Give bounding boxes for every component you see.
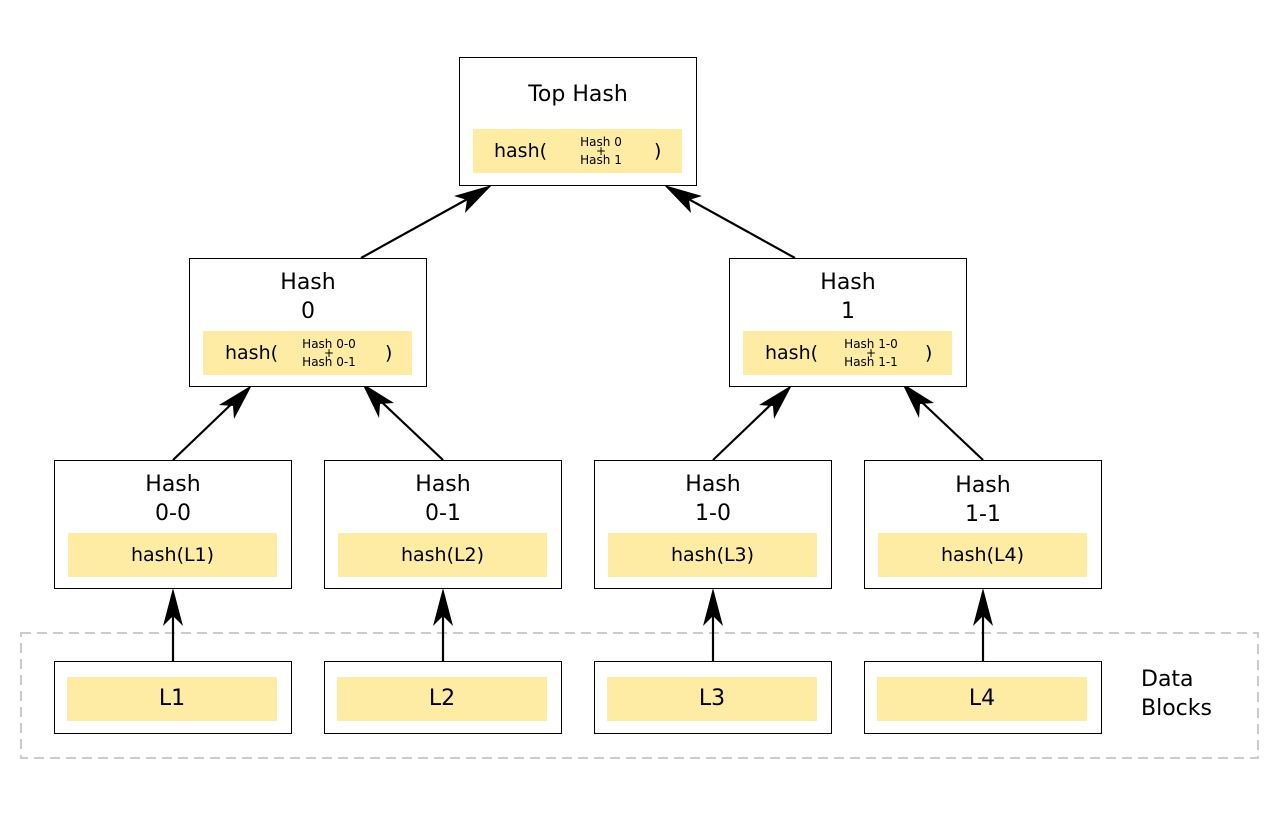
data-block-label: L4 bbox=[968, 686, 996, 711]
hash-1-1-formula: hash(L4) bbox=[878, 533, 1087, 577]
operand-b: Hash 1 bbox=[580, 153, 622, 167]
data-block-fill: L2 bbox=[337, 677, 547, 721]
formula-close: ) bbox=[654, 140, 662, 162]
arrowhead-top-right bbox=[664, 185, 702, 213]
hash-1-title-line2: 1 bbox=[841, 299, 855, 324]
hash-1-0-formula: hash(L3) bbox=[608, 533, 817, 577]
data-blocks-group bbox=[20, 632, 1259, 759]
hash-1-0-title-line2: 1-0 bbox=[695, 501, 731, 526]
formula-open: hash( bbox=[494, 140, 548, 162]
hash-0-0-title-line1: Hash bbox=[145, 472, 201, 497]
operand-stack: Hash 1-0 + Hash 1-1 bbox=[831, 338, 911, 368]
edge-hash-1-to-top bbox=[673, 190, 796, 259]
formula-text: hash(L2) bbox=[400, 544, 485, 566]
formula-open: hash( bbox=[225, 342, 279, 364]
hash-0-title-line1: Hash bbox=[280, 270, 336, 295]
formula-text: hash(L1) bbox=[130, 544, 215, 566]
operand-a: Hash 1-0 bbox=[844, 337, 898, 351]
hash-0-1-node: Hash 0-1 hash(L2) bbox=[324, 460, 562, 589]
hash-1-title-line1: Hash bbox=[820, 270, 876, 295]
hash-0-node: Hash 0 hash( Hash 0-0 + Hash 0-1 ) bbox=[189, 258, 427, 387]
operand-a: Hash 0 bbox=[580, 135, 622, 149]
data-block-l1: L1 bbox=[54, 661, 292, 734]
data-block-label: L3 bbox=[698, 686, 726, 711]
data-block-l3: L3 bbox=[594, 661, 832, 734]
data-block-fill: L3 bbox=[607, 677, 817, 721]
top-hash-formula: hash( Hash 0 + Hash 1 ) bbox=[473, 129, 682, 173]
hash-0-1-formula: hash(L2) bbox=[338, 533, 547, 577]
top-hash-title: Top Hash bbox=[528, 82, 628, 107]
arrowhead-hash-0-left bbox=[219, 385, 252, 419]
hash-1-1-title-line1: Hash bbox=[955, 473, 1011, 498]
data-block-l4: L4 bbox=[864, 661, 1102, 734]
formula-close: ) bbox=[385, 342, 393, 364]
hash-0-1-title-line2: 0-1 bbox=[425, 501, 461, 526]
data-block-label: L1 bbox=[158, 686, 186, 711]
data-block-l2: L2 bbox=[324, 661, 562, 734]
operand-plus: + bbox=[865, 346, 877, 360]
arrowhead-hash-0-0 bbox=[163, 588, 183, 626]
data-block-fill: L4 bbox=[877, 677, 1087, 721]
data-blocks-label-line2: Blocks bbox=[1141, 696, 1212, 721]
hash-1-0-title-line1: Hash bbox=[685, 472, 741, 497]
formula-close: ) bbox=[925, 342, 933, 364]
arrowhead-hash-0-right bbox=[362, 383, 394, 418]
hash-0-0-node: Hash 0-0 hash(L1) bbox=[54, 460, 292, 589]
hash-0-0-formula: hash(L1) bbox=[68, 533, 277, 577]
operand-a: Hash 0-0 bbox=[302, 337, 356, 351]
hash-1-0-node: Hash 1-0 hash(L3) bbox=[594, 460, 832, 589]
arrowhead-top-left bbox=[454, 185, 492, 213]
edge-hash-0-to-top bbox=[360, 190, 483, 259]
operand-stack: Hash 0 + Hash 1 bbox=[561, 136, 641, 166]
operand-b: Hash 1-1 bbox=[844, 355, 898, 369]
hash-0-title-line2: 0 bbox=[301, 299, 315, 324]
arrowhead-hash-1-1 bbox=[973, 588, 993, 626]
data-blocks-label: Data Blocks bbox=[1141, 665, 1212, 723]
arrowhead-hash-1-right bbox=[902, 383, 934, 418]
data-block-label: L2 bbox=[428, 686, 456, 711]
formula-open: hash( bbox=[765, 342, 819, 364]
hash-0-formula: hash( Hash 0-0 + Hash 0-1 ) bbox=[203, 331, 412, 375]
top-hash-node: Top Hash hash( Hash 0 + Hash 1 ) bbox=[459, 57, 697, 186]
arrowhead-hash-0-1 bbox=[433, 588, 453, 626]
hash-0-0-title-line2: 0-0 bbox=[155, 501, 191, 526]
hash-1-1-node: Hash 1-1 hash(L4) bbox=[864, 460, 1102, 589]
formula-text: hash(L4) bbox=[940, 544, 1025, 566]
arrowhead-hash-1-0 bbox=[703, 588, 723, 626]
hash-0-1-title-line1: Hash bbox=[415, 472, 471, 497]
arrowhead-hash-1-left bbox=[759, 385, 792, 419]
data-blocks-label-line1: Data bbox=[1141, 667, 1194, 692]
operand-plus: + bbox=[323, 346, 335, 360]
operand-stack: Hash 0-0 + Hash 0-1 bbox=[289, 338, 369, 368]
hash-1-formula: hash( Hash 1-0 + Hash 1-1 ) bbox=[743, 331, 952, 375]
operand-plus: + bbox=[595, 144, 607, 158]
formula-text: hash(L3) bbox=[670, 544, 755, 566]
data-block-fill: L1 bbox=[67, 677, 277, 721]
operand-b: Hash 0-1 bbox=[302, 355, 356, 369]
hash-1-node: Hash 1 hash( Hash 1-0 + Hash 1-1 ) bbox=[729, 258, 967, 387]
hash-1-1-title-line2: 1-1 bbox=[965, 502, 1001, 527]
